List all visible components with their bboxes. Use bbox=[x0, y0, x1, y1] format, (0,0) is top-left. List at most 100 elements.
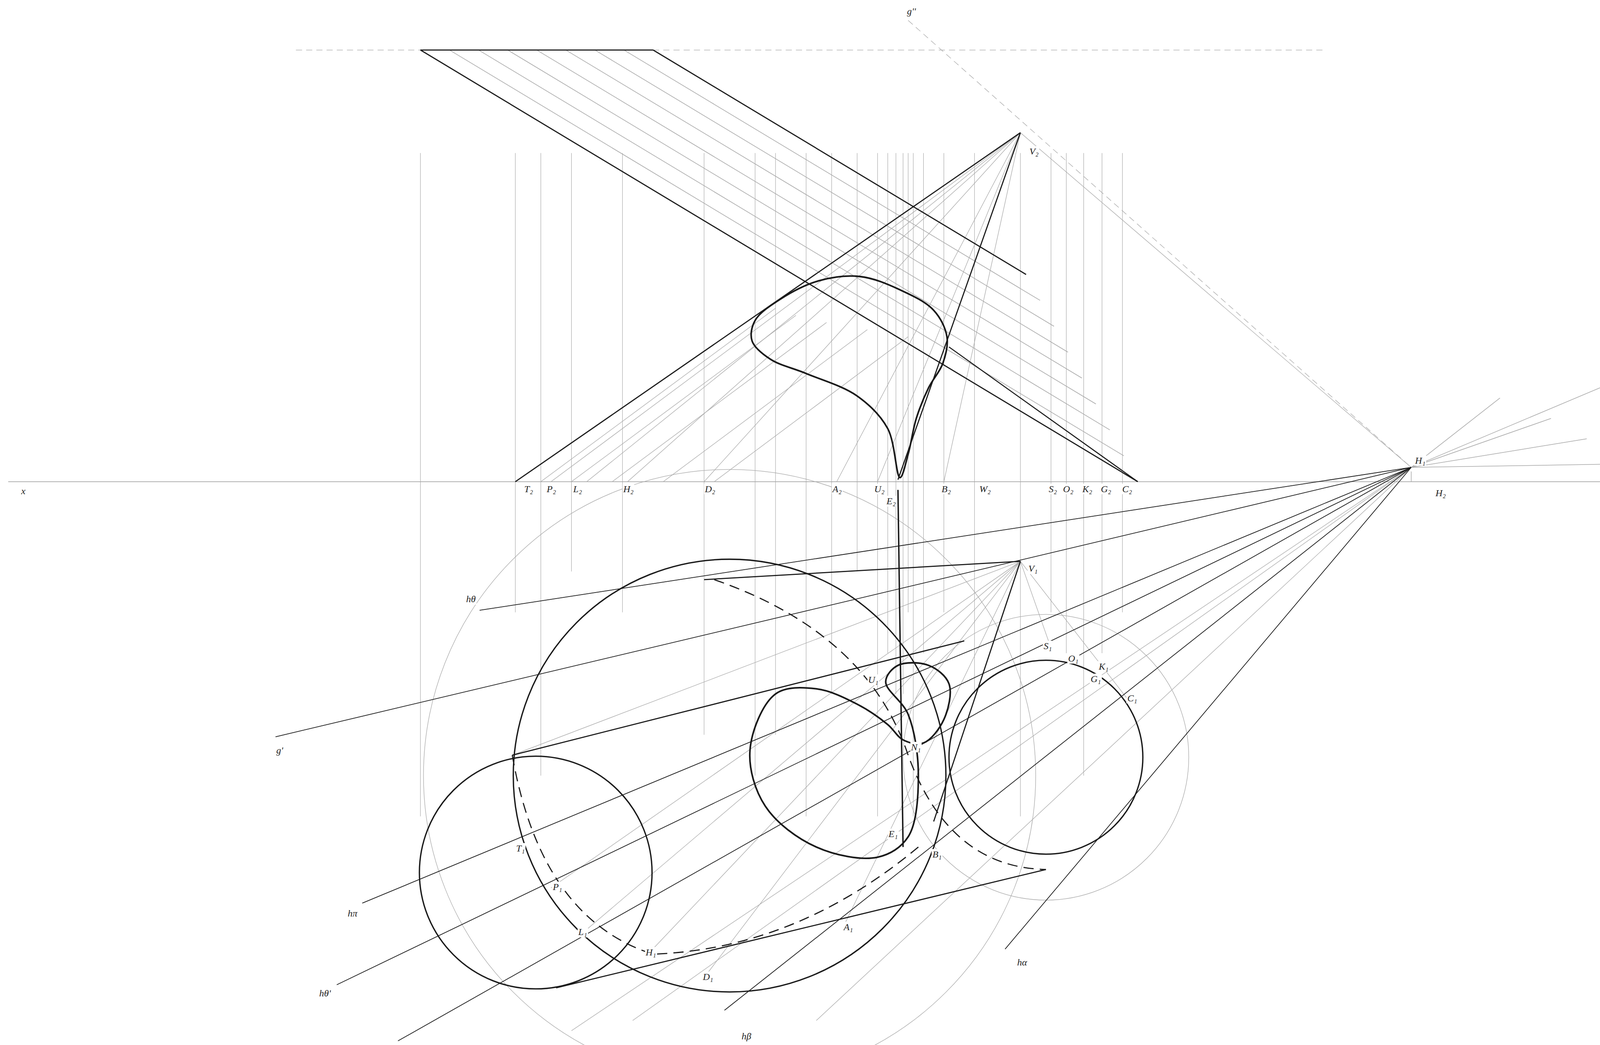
drawn-line bbox=[586, 132, 1021, 482]
drawn-line bbox=[362, 467, 1411, 903]
drawn-line bbox=[1411, 418, 1552, 468]
drawn-line bbox=[703, 481, 705, 735]
drawn-line bbox=[897, 132, 1021, 480]
drawn-line bbox=[515, 481, 516, 613]
drawn-line bbox=[420, 50, 1138, 482]
drawn-line bbox=[895, 481, 896, 695]
drawn-line bbox=[724, 467, 1412, 1010]
point-label: x bbox=[20, 485, 27, 497]
drawn-line bbox=[806, 152, 807, 482]
drawn-line bbox=[627, 132, 1021, 482]
drawn-line bbox=[420, 152, 421, 482]
drawn-line bbox=[704, 561, 1021, 580]
drawn-line bbox=[478, 50, 1110, 430]
drawn-line bbox=[877, 481, 878, 817]
point-label: K₁ bbox=[1097, 661, 1110, 672]
drawn-line bbox=[8, 481, 1600, 483]
drawn-circle bbox=[423, 469, 1036, 1045]
point-label: D₁ bbox=[702, 971, 715, 982]
drawn-line bbox=[571, 152, 572, 482]
drawn-line bbox=[923, 152, 924, 482]
drawn-line bbox=[571, 467, 1412, 1031]
drawn-line bbox=[907, 481, 909, 613]
drawn-line bbox=[555, 869, 1046, 988]
drawn-line bbox=[1122, 152, 1123, 482]
drawn-line bbox=[420, 481, 421, 817]
intersection-curve bbox=[749, 662, 951, 859]
drawn-line bbox=[551, 132, 1021, 482]
drawn-line bbox=[704, 132, 1021, 482]
point-label: P₁ bbox=[551, 881, 563, 892]
drawn-line bbox=[844, 561, 1021, 924]
point-label: H₁ bbox=[645, 946, 658, 958]
drawn-line bbox=[1066, 481, 1067, 654]
drawn-line bbox=[449, 50, 1124, 456]
drawn-line bbox=[295, 49, 1327, 51]
drawn-line bbox=[647, 561, 1021, 955]
drawn-line bbox=[877, 132, 1021, 482]
point-label: H₂ bbox=[622, 483, 635, 495]
point-label: G₂ bbox=[1099, 483, 1112, 495]
drawn-line bbox=[653, 50, 1026, 275]
drawn-line bbox=[594, 50, 1055, 327]
point-label: C₁ bbox=[1126, 692, 1138, 704]
point-label: P₂ bbox=[545, 483, 557, 495]
drawn-line bbox=[515, 132, 1021, 482]
hidden-arc bbox=[714, 579, 1046, 870]
drawn-line bbox=[479, 467, 1412, 611]
drawn-line bbox=[571, 315, 796, 482]
drawn-line bbox=[755, 152, 756, 482]
drawn-line bbox=[612, 322, 827, 482]
drawn-line bbox=[856, 152, 858, 482]
point-label: S₁ bbox=[1042, 640, 1053, 652]
point-label: G₁ bbox=[1089, 673, 1102, 684]
point-label: hπ bbox=[346, 907, 359, 919]
drawn-line bbox=[571, 481, 572, 572]
point-label: g' bbox=[275, 745, 284, 756]
drawn-line bbox=[1019, 481, 1021, 817]
point-label: hα bbox=[1016, 956, 1028, 968]
drawn-line bbox=[907, 152, 909, 482]
drawn-line bbox=[536, 50, 1082, 379]
point-label: K₂ bbox=[1081, 483, 1094, 495]
point-label: T₁ bbox=[515, 842, 526, 854]
point-label: hθ bbox=[465, 593, 477, 605]
drawn-line bbox=[1411, 387, 1600, 468]
point-label: O₂ bbox=[1062, 483, 1075, 495]
drawn-line bbox=[1122, 481, 1123, 613]
drawn-line bbox=[943, 152, 945, 482]
drawn-line bbox=[663, 329, 868, 482]
drawn-line bbox=[974, 481, 975, 695]
drawn-line bbox=[877, 152, 878, 482]
drawn-line bbox=[515, 152, 516, 482]
point-label: S₂ bbox=[1048, 483, 1058, 495]
point-label: V₁ bbox=[1027, 563, 1039, 574]
drawn-line bbox=[775, 481, 776, 735]
drawn-line bbox=[1005, 467, 1412, 949]
drawn-line bbox=[948, 346, 1138, 482]
drawn-line bbox=[887, 152, 888, 482]
drawn-line bbox=[1050, 481, 1052, 613]
point-label: O₁ bbox=[1067, 653, 1080, 664]
point-label: hθ' bbox=[318, 987, 332, 999]
point-label: V₂ bbox=[1028, 146, 1040, 157]
drawn-line bbox=[622, 152, 623, 482]
drawn-line bbox=[551, 561, 1021, 888]
point-label: E₁ bbox=[887, 828, 899, 839]
drawn-line bbox=[836, 132, 1021, 482]
point-label: g'' bbox=[905, 6, 917, 17]
point-label: B₁ bbox=[931, 848, 943, 860]
drawn-line bbox=[540, 308, 776, 482]
point-label: L₂ bbox=[572, 483, 583, 495]
drawn-line bbox=[714, 336, 908, 482]
drawn-line bbox=[1411, 397, 1501, 468]
point-label: N₁ bbox=[910, 741, 922, 753]
drawn-line bbox=[420, 49, 654, 51]
drawn-line bbox=[755, 481, 756, 776]
drawn-line bbox=[775, 152, 776, 482]
drawn-line bbox=[540, 152, 542, 482]
point-label: L₁ bbox=[577, 926, 589, 937]
drawn-line bbox=[1411, 438, 1587, 468]
